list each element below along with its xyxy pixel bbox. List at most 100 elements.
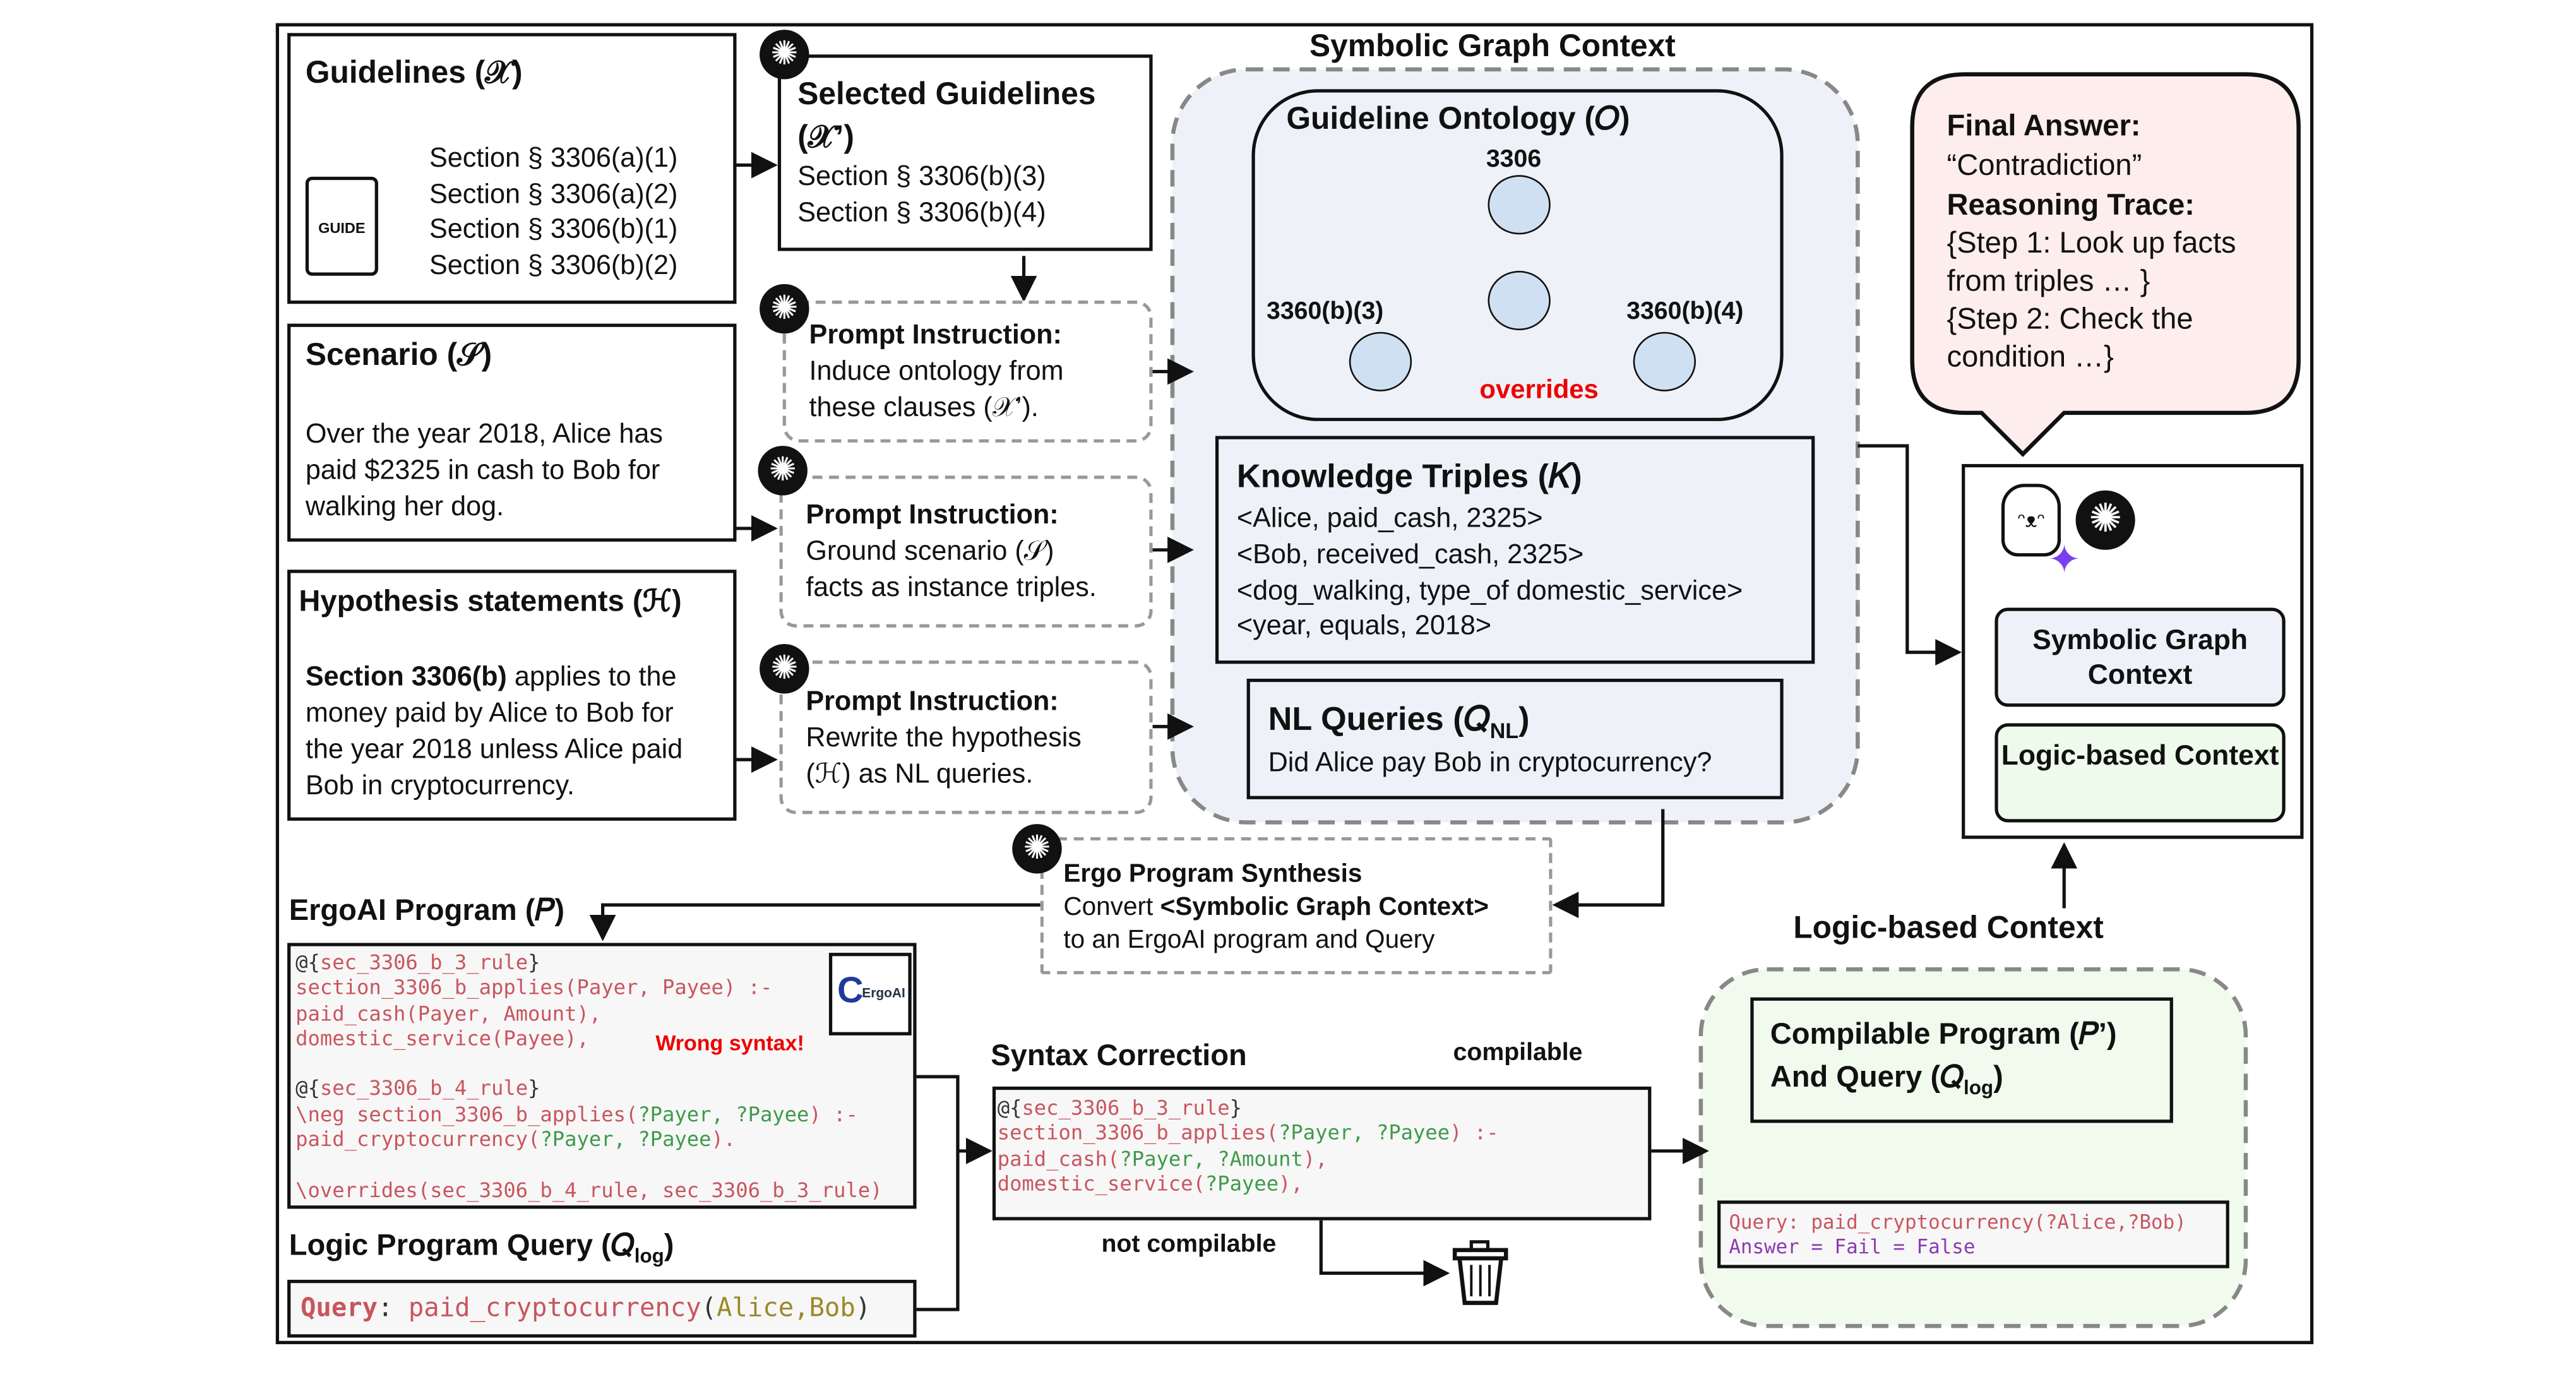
openai-logo-icon: ✺	[760, 644, 809, 694]
compilable-label: compilable	[1453, 1039, 1583, 1067]
final-answer-label: Final Answer:	[1947, 109, 2141, 142]
hypothesis-line: money paid by Alice to Bob for	[305, 698, 674, 729]
scenario-box: Scenario (𝒮) Over the year 2018, Alice h…	[287, 323, 737, 542]
ergo-code-box: @{sec_3306_b_3_rule} section_3306_b_appl…	[287, 943, 917, 1209]
prompt-line: facts as instance triples.	[806, 573, 1097, 603]
prompt-instruction-grounding: Prompt Instruction: Ground scenario (𝒮) …	[779, 475, 1153, 628]
trace-line: {Step 2: Check the	[1947, 302, 2193, 335]
selected-title: Selected Guidelines	[797, 77, 1096, 112]
scenario-line: walking her dog.	[305, 492, 504, 522]
scenario-line: paid $2325 in cash to Bob for	[305, 455, 660, 486]
trace-line: condition …}	[1947, 340, 2114, 374]
prompt-instruction-ontology: Prompt Instruction: Induce ontology from…	[782, 301, 1153, 443]
ontology-node-right	[1633, 331, 1696, 391]
triple: <dog_walking, type_of domestic_service>	[1236, 576, 1743, 606]
triple: <year, equals, 2018>	[1236, 611, 1492, 641]
hypothesis-box: Hypothesis statements (ℋ) Section 3306(b…	[287, 570, 737, 821]
overrides-label: overrides	[1479, 376, 1599, 405]
knowledge-triples-box: Knowledge Triples (𝐾) <Alice, paid_cash,…	[1215, 436, 1815, 664]
guideline-section: Section § 3306(a)(1)	[429, 143, 678, 174]
hypothesis-line: the year 2018 unless Alice paid	[305, 734, 683, 765]
prompt-instruction-queries: Prompt Instruction: Rewrite the hypothes…	[779, 660, 1153, 814]
corrected-code-box: @{sec_3306_b_3_rule} section_3306_b_appl…	[992, 1086, 1652, 1220]
logic-query-box: Query: paid_cryptocurrency(Alice,Bob)	[287, 1279, 917, 1338]
logic-based-context-button[interactable]: Logic-based Context	[1995, 723, 2286, 823]
hypothesis-line: Section 3306(b) applies to the	[305, 662, 677, 692]
ontology-node-middle	[1488, 270, 1551, 331]
guideline-section: Section § 3306(b)(1)	[429, 215, 678, 245]
synthesis-heading: Ergo Program Synthesis	[1063, 860, 1363, 889]
logic-based-context-title: Logic-based Context	[1793, 911, 2104, 946]
symbolic-graph-title: Symbolic Graph Context	[1309, 30, 1676, 65]
ontology-box: Guideline Ontology (𝑂) 3306 3360(b)(3) 3…	[1251, 89, 1784, 421]
scenario-line: Over the year 2018, Alice has	[305, 419, 664, 450]
hypothesis-line: Bob in cryptocurrency.	[305, 771, 575, 801]
ontology-node-left	[1349, 331, 1412, 391]
openai-logo-icon: ✺	[1012, 824, 1062, 874]
prompt-line: Ground scenario (𝒮)	[806, 537, 1054, 567]
selected-section: Section § 3306(b)(3)	[797, 162, 1046, 192]
guide-book-icon: GUIDE	[305, 176, 378, 276]
ergo-program-title: ErgoAI Program (𝑃)	[289, 893, 565, 927]
synthesis-line: Convert <Symbolic Graph Context>	[1063, 893, 1489, 922]
openai-logo-icon: ✺	[760, 283, 809, 334]
hypothesis-title: Hypothesis statements (ℋ)	[299, 584, 682, 618]
ergo-code: @{sec_3306_b_3_rule} section_3306_b_appl…	[295, 951, 883, 1202]
corrected-code: @{sec_3306_b_3_rule} section_3306_b_appl…	[997, 1096, 1499, 1196]
reasoning-trace-label: Reasoning Trace:	[1947, 188, 2195, 222]
wrong-syntax-label: Wrong syntax!	[655, 1030, 804, 1056]
not-compilable-label: not compilable	[1101, 1230, 1277, 1258]
logic-query-title: Logic Program Query (𝑄log)	[289, 1228, 674, 1268]
triples-title: Knowledge Triples (𝐾)	[1236, 459, 1582, 496]
prompt-line: Induce ontology from	[809, 356, 1064, 387]
ontology-node-root	[1488, 175, 1551, 235]
synthesis-line: to an ErgoAI program and Query	[1063, 926, 1435, 955]
llama-icon: ᵔᴥᵔ	[2001, 484, 2061, 557]
query-answer-box: Query: paid_cryptocurrency(?Alice,?Bob) …	[1717, 1200, 2229, 1268]
scenario-title: Scenario (𝒮)	[305, 338, 492, 374]
final-answer-value: “Contradiction”	[1947, 148, 2142, 182]
selected-title-symbol: (𝒳’)	[797, 120, 854, 155]
compilable-query-title: And Query (𝑄log)	[1770, 1060, 2003, 1099]
node-label-root: 3306	[1486, 145, 1542, 174]
nl-queries-box: NL Queries (𝑄NL) Did Alice pay Bob in cr…	[1246, 678, 1784, 799]
symbolic-graph-context-button[interactable]: Symbolic Graph Context	[1995, 607, 2286, 707]
solver-box: ᵔᴥᵔ ✺ ✦ Symbolic Graph Context Logic-bas…	[1962, 463, 2304, 839]
trash-icon	[1452, 1240, 1508, 1305]
hypothesis-bold: Section 3306(b)	[305, 662, 507, 692]
answer-line: Answer = Fail = False	[1729, 1235, 1976, 1258]
triple: <Alice, paid_cash, 2325>	[1236, 503, 1543, 534]
openai-logo-icon: ✺	[758, 446, 808, 496]
trace-line: {Step 1: Look up facts	[1947, 226, 2236, 260]
nl-query: Did Alice pay Bob in cryptocurrency?	[1268, 748, 1712, 778]
selected-section: Section § 3306(b)(4)	[797, 198, 1046, 228]
syntax-correction-title: Syntax Correction	[991, 1039, 1247, 1072]
guidelines-title: Guidelines (𝒳)	[305, 56, 523, 91]
prompt-heading: Prompt Instruction:	[806, 687, 1059, 717]
prompt-heading: Prompt Instruction:	[806, 500, 1059, 530]
prompt-line: these clauses (𝒳’).	[809, 393, 1039, 423]
prompt-line: (ℋ) as NL queries.	[806, 760, 1034, 790]
openai-logo-icon: ✺	[760, 30, 809, 80]
ontology-title: Guideline Ontology (𝑂)	[1286, 102, 1630, 138]
compilable-program-title: Compilable Program (𝑃’)	[1770, 1017, 2117, 1051]
nl-queries-title: NL Queries (𝑄NL)	[1268, 701, 1530, 743]
guidelines-box: Guidelines (𝒳) GUIDE Section § 3306(a)(1…	[287, 33, 737, 304]
guideline-section: Section § 3306(b)(2)	[429, 251, 678, 281]
prompt-heading: Prompt Instruction:	[809, 320, 1062, 350]
openai-logo-icon: ✺	[2075, 490, 2135, 550]
trace-line: from triples … }	[1947, 264, 2150, 297]
node-label-left: 3360(b)(3)	[1267, 297, 1384, 326]
prompt-line: Rewrite the hypothesis	[806, 723, 1082, 753]
ergo-program-synthesis: Ergo Program Synthesis Convert <Symbolic…	[1040, 837, 1553, 975]
query-line: Query: paid_cryptocurrency(?Alice,?Bob)	[1729, 1210, 2186, 1234]
selected-guidelines-box: Selected Guidelines (𝒳’) Section § 3306(…	[777, 54, 1153, 251]
compilable-program-box: Compilable Program (𝑃’) And Query (𝑄log)	[1750, 997, 2173, 1123]
gemini-sparkle-icon: ✦	[2048, 538, 2081, 583]
node-label-right: 3360(b)(4)	[1626, 297, 1744, 326]
logic-query-code: Query: paid_cryptocurrency(Alice,Bob)	[301, 1292, 871, 1323]
triple: <Bob, received_cash, 2325>	[1236, 540, 1584, 570]
guideline-section: Section § 3306(a)(2)	[429, 180, 678, 210]
